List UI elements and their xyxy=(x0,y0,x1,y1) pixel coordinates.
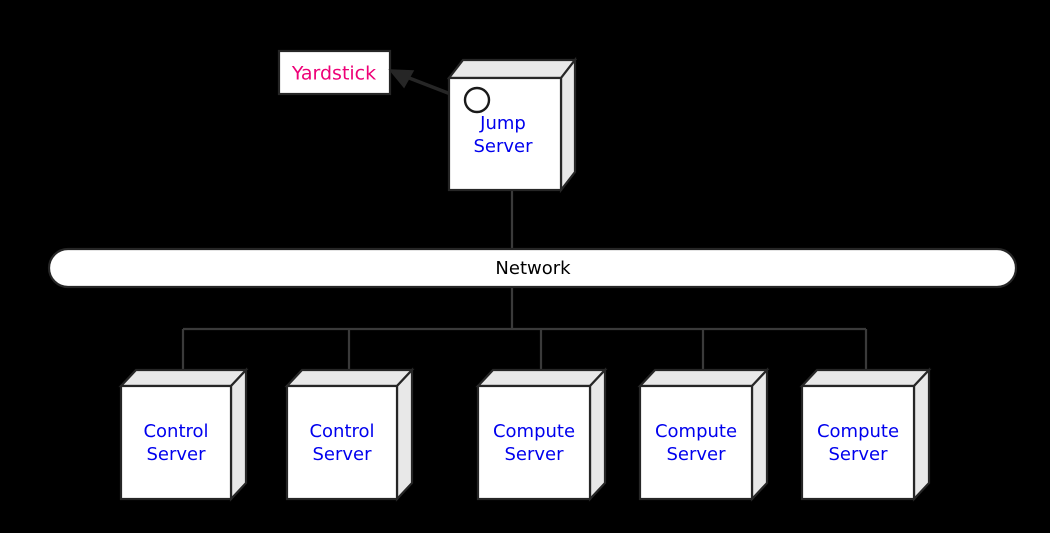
control-server-1-label-line1: Control xyxy=(143,421,208,442)
control-server-2-front-face xyxy=(285,384,399,501)
control-server-1[interactable]: Control Server xyxy=(118,367,249,502)
control-server-2-label-line2: Server xyxy=(312,444,372,465)
compute-server-1-top-face xyxy=(475,368,608,388)
compute-server-3-front-face xyxy=(800,384,916,501)
control-server-2-top-face xyxy=(284,368,415,388)
connector-group xyxy=(181,190,868,372)
compute-server-2[interactable]: Compute Server xyxy=(637,367,770,502)
jump-server-port-icon xyxy=(463,86,491,114)
jump-server-side-face xyxy=(559,56,577,194)
yardstick-arrow-head xyxy=(388,69,415,89)
jump-server-top-face xyxy=(446,58,578,80)
compute-server-3-label-line2: Server xyxy=(828,444,888,465)
compute-server-1-front-face xyxy=(476,384,592,501)
jump-server-label-line2: Server xyxy=(473,136,533,157)
compute-server-2-side-face xyxy=(750,367,769,502)
compute-server-2-top-face xyxy=(637,368,770,388)
network-bar[interactable]: Network xyxy=(47,247,1018,289)
control-server-2-side-face xyxy=(395,367,414,502)
compute-server-1-label-line2: Server xyxy=(504,444,564,465)
compute-server-2-front-face xyxy=(638,384,754,501)
yardstick-label: Yardstick xyxy=(291,63,376,85)
yardstick-box[interactable]: Yardstick xyxy=(277,49,392,96)
compute-server-1-side-face xyxy=(588,367,607,502)
jump-server-label-line1: Jump xyxy=(479,113,526,134)
compute-server-1[interactable]: Compute Server xyxy=(475,367,608,502)
yardstick-box-shape xyxy=(277,49,392,96)
compute-server-1-label-line1: Compute xyxy=(493,421,575,442)
control-server-1-top-face xyxy=(118,368,249,388)
compute-server-2-label-line2: Server xyxy=(666,444,726,465)
jump-server[interactable]: Jump Server xyxy=(446,56,578,194)
control-server-2-label-line1: Control xyxy=(309,421,374,442)
network-label: Network xyxy=(495,258,571,279)
compute-server-3[interactable]: Compute Server xyxy=(799,367,932,502)
control-server-1-label-line2: Server xyxy=(146,444,206,465)
compute-server-3-side-face xyxy=(912,367,931,502)
compute-server-3-label-line1: Compute xyxy=(817,421,899,442)
control-server-1-side-face xyxy=(229,367,248,502)
compute-server-3-top-face xyxy=(799,368,932,388)
compute-server-2-label-line1: Compute xyxy=(655,421,737,442)
control-server-1-front-face xyxy=(119,384,233,501)
control-server-2[interactable]: Control Server xyxy=(284,367,415,502)
network-bar-shape xyxy=(47,247,1018,289)
